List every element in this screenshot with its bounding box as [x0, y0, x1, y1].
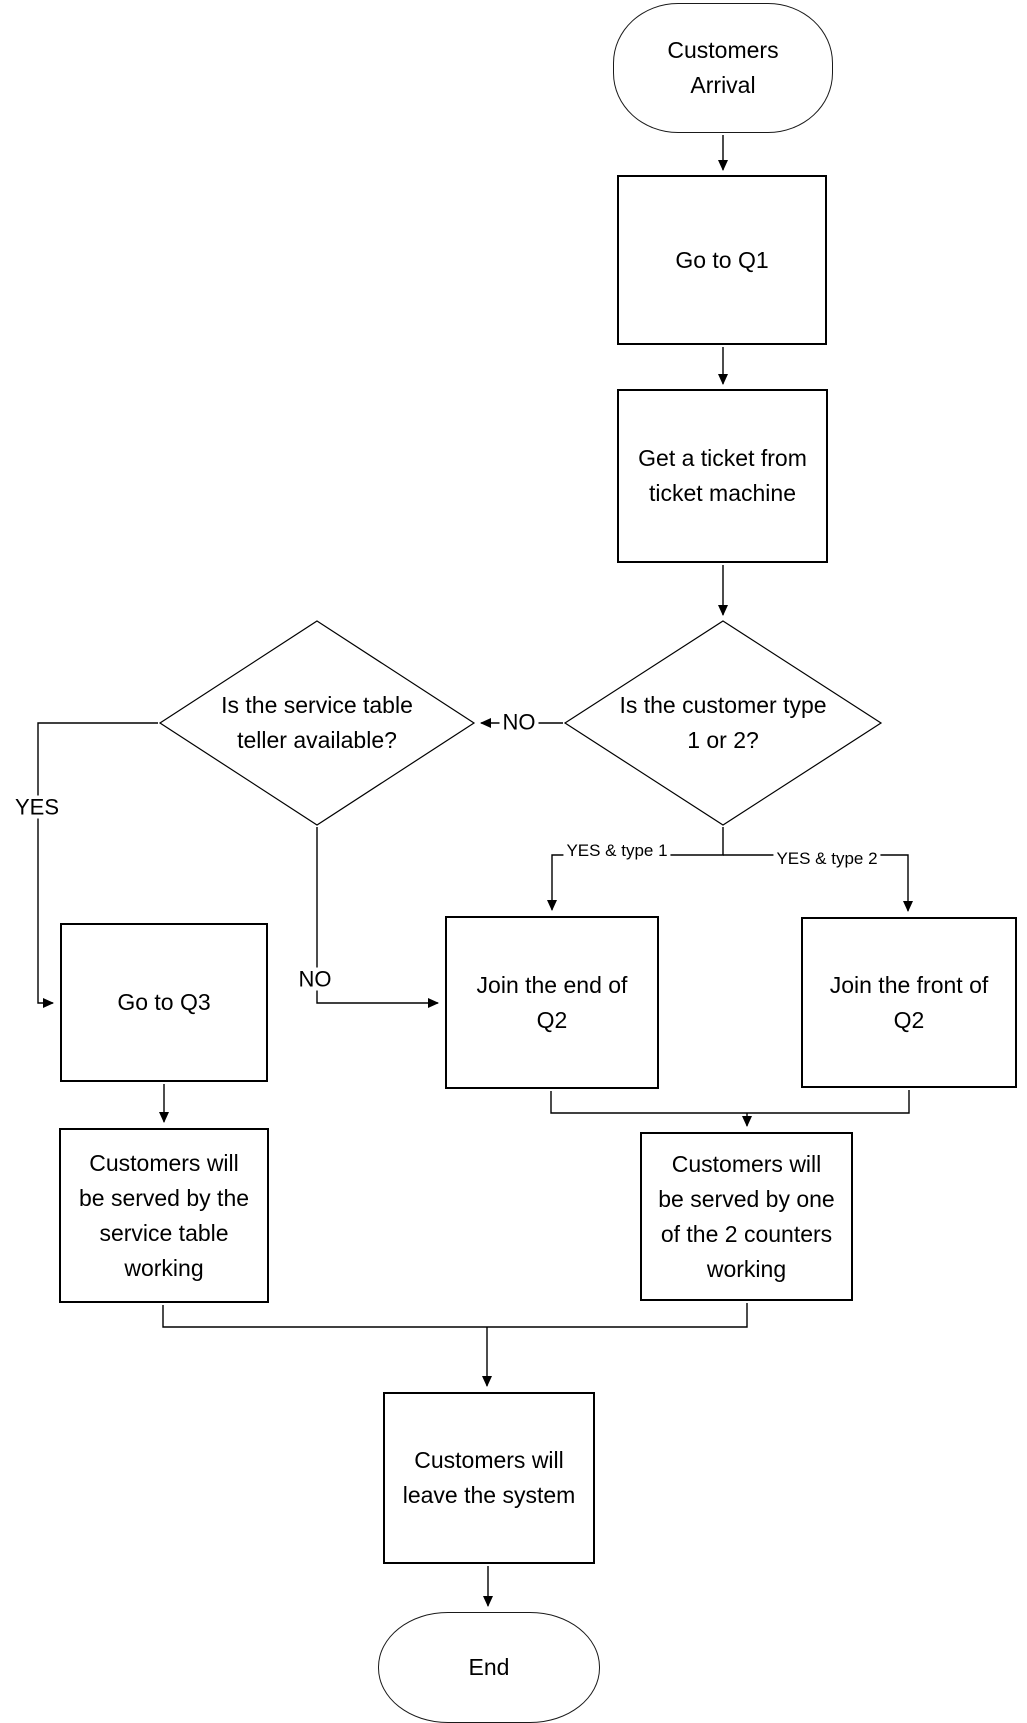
edge-label-teller-yes: YES — [11, 795, 63, 819]
node-text-line: Customers will — [89, 1149, 239, 1176]
node-text-line: Customers — [667, 37, 779, 63]
node-text-line: Go to Q1 — [675, 246, 769, 273]
decision-diamond-customer-type — [563, 620, 883, 826]
node-text-line: service table — [99, 1219, 229, 1246]
node-join-front-q2: Join the front of Q2 — [801, 917, 1017, 1088]
node-text-line: be served by the — [78, 1184, 250, 1211]
node-text-line: ticket machine — [648, 480, 796, 506]
node-text-line: teller available? — [237, 727, 397, 753]
node-text-line: Q2 — [536, 1006, 568, 1033]
edge-bottom-merge-line — [162, 1303, 748, 1328]
node-text-line: working — [706, 1255, 787, 1282]
node-text-line: Is the customer type — [619, 692, 827, 718]
node-join-end-q2: Join the end of Q2 — [445, 916, 659, 1089]
edge-teller-yes-to-q3 — [37, 722, 158, 1008]
node-text-line: Arrival — [690, 72, 756, 98]
node-text-line: of the 2 counters — [660, 1220, 833, 1247]
edge-yes-type1-to-join-end — [547, 827, 724, 911]
node-text-line: End — [468, 1654, 510, 1680]
edge-label-yes-type-1: YES & type 1 — [563, 842, 671, 860]
node-text-line: Go to Q3 — [117, 989, 211, 1015]
edge-label-type-no: NO — [499, 710, 539, 734]
node-get-ticket: Get a ticket from ticket machine — [617, 389, 828, 563]
node-served-counters: Customers will be served by one of the 2… — [640, 1132, 853, 1301]
node-text-line: Q2 — [893, 1006, 925, 1033]
node-text-line: Join the end of — [476, 971, 628, 998]
edge-q2-merge-line — [550, 1090, 910, 1114]
node-text-line: Customers will — [671, 1150, 822, 1177]
edge-label-yes-type-2: YES & type 2 — [773, 850, 881, 868]
node-go-to-q1: Go to Q1 — [617, 175, 827, 345]
node-decision-customer-type: Is the customer type 1 or 2? — [565, 621, 881, 825]
node-text-line: 1 or 2? — [687, 727, 759, 753]
node-text-line: Customers will — [414, 1447, 564, 1473]
node-text-line: Get a ticket from — [638, 445, 807, 471]
node-end: End — [378, 1612, 600, 1723]
node-leave-system: Customers will leave the system — [383, 1392, 595, 1564]
node-text-line: working — [124, 1254, 204, 1281]
node-decision-teller-available: Is the service table teller available? — [160, 621, 474, 825]
node-text-line: be served by one — [658, 1185, 835, 1212]
node-text-line: leave the system — [402, 1482, 576, 1508]
node-go-to-q3: Go to Q3 — [60, 923, 268, 1082]
node-text-line: Join the front of — [829, 971, 989, 998]
edge-label-teller-no: NO — [295, 967, 335, 991]
node-text-line: Is the service table — [221, 692, 413, 718]
decision-diamond-teller-available — [158, 620, 476, 826]
edge-teller-no-to-join-end — [316, 827, 439, 1008]
node-served-service-table: Customers will be served by the service … — [59, 1128, 269, 1303]
node-customers-arrival: Customers Arrival — [613, 3, 833, 133]
